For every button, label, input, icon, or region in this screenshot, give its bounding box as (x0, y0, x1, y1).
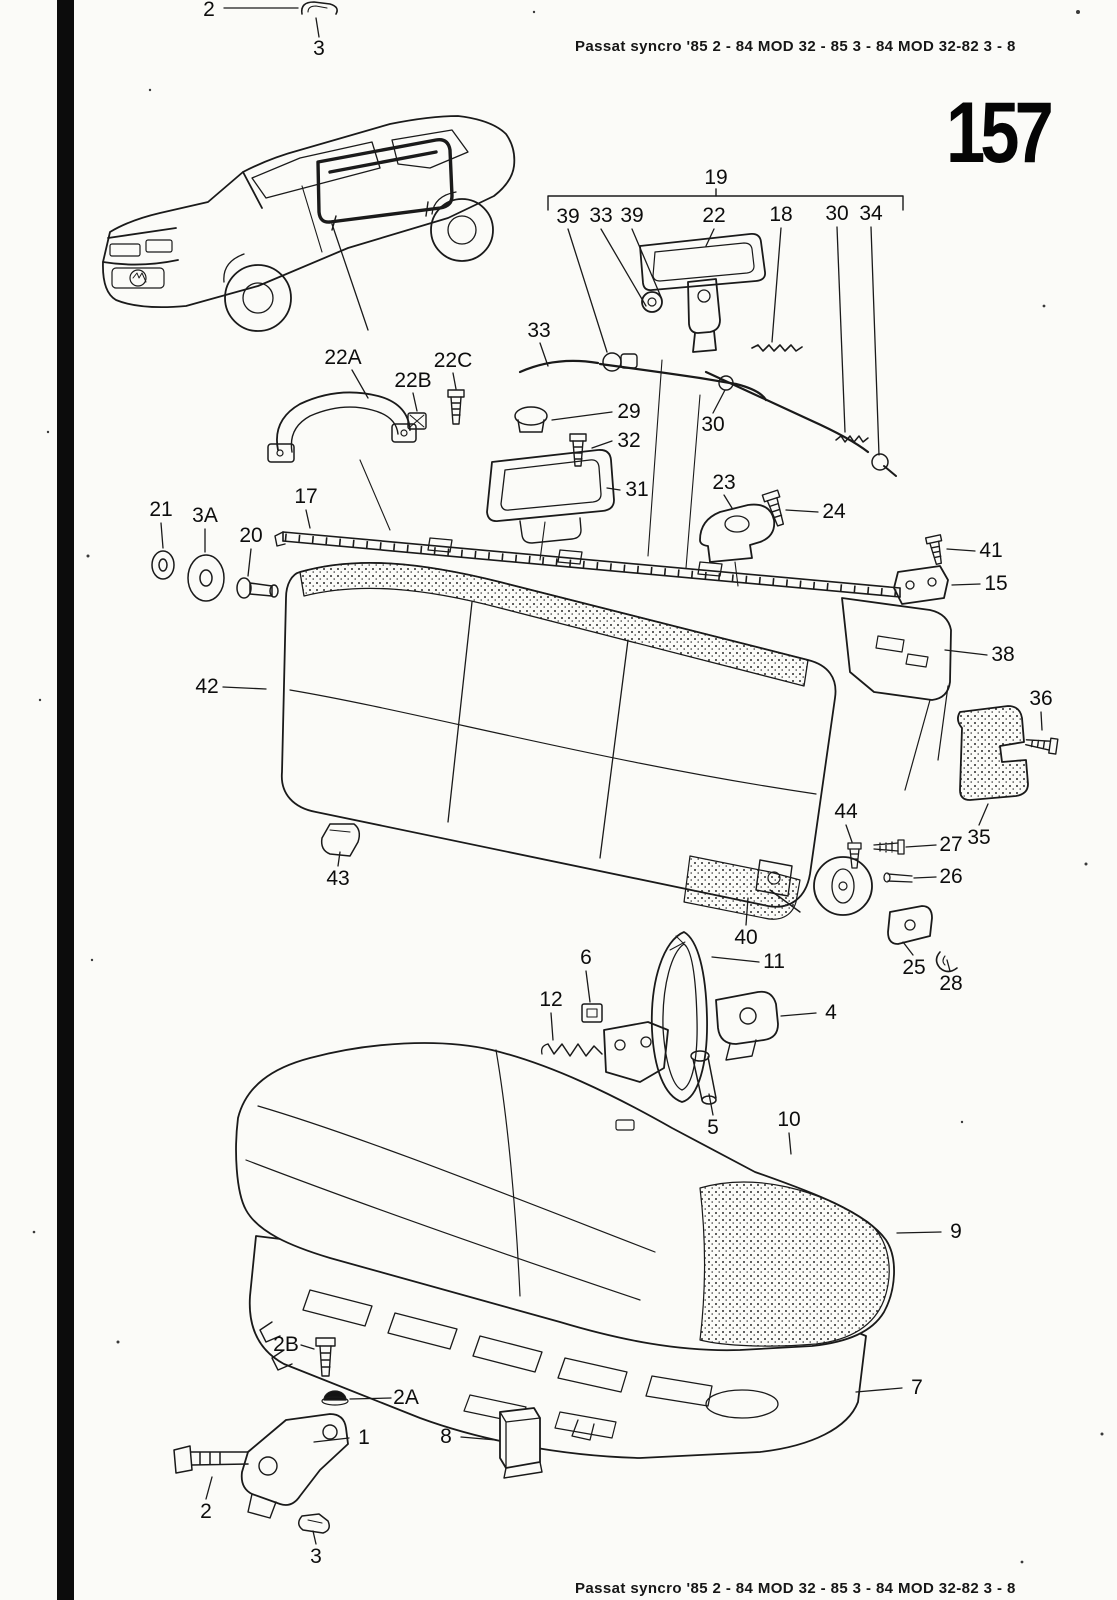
striker-4 (715, 990, 779, 1061)
page-footer: Passat syncro '85 2 - 84 MOD 32 - 85 3 -… (575, 1580, 1016, 1597)
leader-lines (160, 7, 1043, 1545)
page-header: Passat syncro '85 2 - 84 MOD 32 - 85 3 -… (575, 38, 1016, 55)
clip-22b (407, 412, 427, 430)
assist-handle-22a (267, 391, 417, 531)
latch-plate (603, 1021, 669, 1083)
screw-24 (761, 489, 785, 527)
screw-2b (315, 1337, 336, 1377)
plate-15 (893, 565, 949, 605)
nut-2a (321, 1390, 349, 1406)
bracket-25 (887, 905, 933, 945)
strap-loop-11 (650, 931, 708, 1103)
clip-part-top (300, 1, 338, 15)
screw-36 (1025, 737, 1059, 755)
photocopy-specks (32, 10, 1104, 1564)
screw-22c (447, 389, 465, 425)
cap-29 (514, 406, 548, 433)
page-number: 157 (946, 85, 1054, 181)
screw-27 (873, 839, 905, 855)
screw-41 (924, 534, 943, 565)
clip-43 (320, 823, 361, 857)
clip-3-bottom (298, 1513, 330, 1534)
side-frame-38 (841, 597, 952, 791)
pin-26 (883, 872, 913, 883)
washer-21 (151, 550, 175, 580)
bolt-20 (236, 577, 279, 599)
stop-8 (499, 1407, 543, 1479)
mounting-rail-17 (274, 531, 901, 598)
clip-28 (935, 951, 958, 973)
tray-31 (486, 449, 615, 561)
spring-12 (540, 1043, 603, 1057)
car-illustration (102, 115, 516, 332)
seat-backrest (281, 561, 837, 920)
hinge-bracket-35 (957, 705, 1029, 801)
clip-6 (581, 1003, 603, 1023)
latch-mechanism-assembly (518, 188, 904, 569)
disc-3a (187, 554, 225, 602)
screw-44 (847, 842, 862, 869)
seat-cushion (235, 1042, 895, 1352)
bolt-2 (173, 1445, 249, 1474)
binding-edge-bar (57, 0, 74, 1600)
screw-32 (569, 433, 587, 467)
bolt-5 (690, 1050, 717, 1105)
pivot-disc-44 (813, 856, 873, 916)
hinge-bracket-1 (240, 1413, 349, 1519)
rear-seat-frame-highlight (316, 138, 454, 224)
